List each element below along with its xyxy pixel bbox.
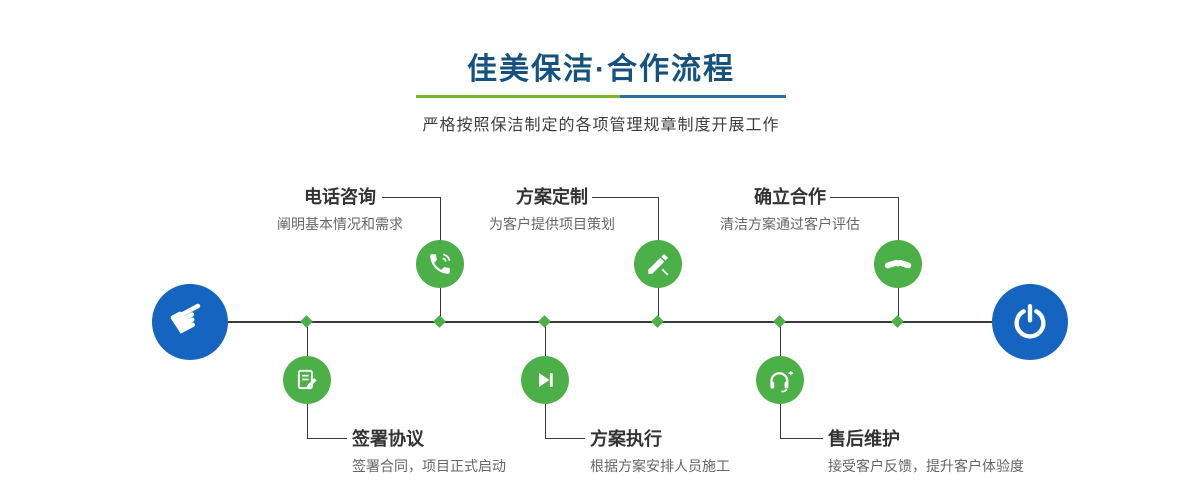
connector-line — [658, 288, 659, 322]
connector-line — [780, 438, 823, 439]
step-label: 签署协议 — [352, 429, 424, 449]
step-label: 方案执行 — [590, 429, 662, 449]
contract-icon — [297, 369, 317, 390]
power-icon — [1014, 304, 1046, 339]
timeline-node-diamond — [433, 315, 446, 328]
connector-line — [780, 404, 781, 438]
timeline-node-diamond — [651, 315, 664, 328]
connector-line — [440, 197, 441, 240]
step-node-execute — [521, 356, 569, 404]
page-subtitle: 严格按照保洁制定的各项管理规章制度开展工作 — [422, 117, 780, 134]
step-label: 确立合作 — [754, 187, 826, 207]
step-desc: 签署合同，项目正式启动 — [352, 458, 506, 474]
step-node-phone — [416, 240, 464, 288]
connector-line — [545, 438, 585, 439]
timeline-node-diamond — [891, 315, 904, 328]
handshake-icon — [884, 259, 912, 269]
step-block-cooperation: 确立合作 清洁方案通过客户评估 — [690, 186, 890, 233]
timeline-line — [228, 321, 992, 323]
connector-line — [307, 322, 308, 356]
step-desc: 接受客户反馈，提升客户体验度 — [828, 458, 1024, 474]
pencil-icon — [648, 254, 669, 276]
timeline-node-diamond — [538, 315, 551, 328]
step-node-cooperation — [874, 240, 922, 288]
connector-line — [830, 197, 898, 198]
connector-line — [545, 404, 546, 438]
connector-line — [898, 288, 899, 322]
step-node-plan — [634, 240, 682, 288]
divider-green-segment — [416, 95, 620, 98]
step-label: 电话咨询 — [304, 187, 376, 207]
timeline-node-diamond — [300, 315, 313, 328]
step-block-plan: 方案定制 为客户提供项目策划 — [452, 186, 652, 233]
title-divider — [416, 95, 786, 98]
connector-line — [592, 197, 658, 198]
step-label: 售后维护 — [828, 429, 900, 449]
hand-pointer-icon: ☛ — [159, 286, 219, 351]
connector-line — [545, 322, 546, 356]
divider-blue-segment — [619, 95, 786, 98]
step-node-aftersales — [756, 356, 804, 404]
play-icon — [539, 372, 553, 388]
step-desc: 为客户提供项目策划 — [489, 216, 615, 232]
step-desc: 根据方案安排人员施工 — [590, 458, 730, 474]
step-node-contract — [283, 356, 331, 404]
headset-icon — [769, 370, 793, 392]
step-desc: 清洁方案通过客户评估 — [720, 216, 860, 232]
step-block-phone: 电话咨询 阐明基本情况和需求 — [240, 186, 440, 233]
connector-line — [307, 438, 347, 439]
connector-line — [780, 322, 781, 356]
page-title: 佳美保洁·合作流程 — [467, 53, 735, 86]
step-desc: 阐明基本情况和需求 — [277, 216, 403, 232]
connector-line — [898, 197, 899, 240]
timeline-start-node: ☛ — [152, 284, 228, 360]
connector-line — [658, 197, 659, 240]
phone-icon — [430, 253, 451, 274]
step-block-contract: 签署协议 签署合同，项目正式启动 — [352, 428, 506, 475]
timeline-end-node — [992, 284, 1068, 360]
timeline-node-diamond — [773, 315, 786, 328]
connector-line — [307, 404, 308, 438]
step-block-execute: 方案执行 根据方案安排人员施工 — [590, 428, 730, 475]
connector-line — [382, 197, 440, 198]
connector-line — [440, 288, 441, 322]
step-block-aftersales: 售后维护 接受客户反馈，提升客户体验度 — [828, 428, 1024, 475]
step-label: 方案定制 — [516, 187, 588, 207]
